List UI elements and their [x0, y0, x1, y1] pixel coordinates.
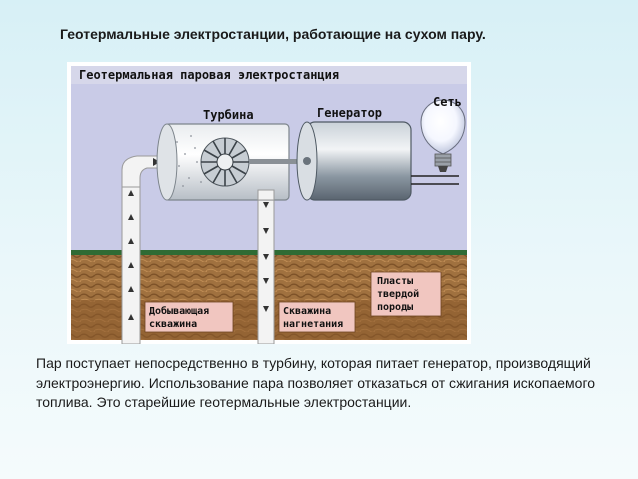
production-well-label: Добывающая скважина	[144, 301, 234, 333]
injection-well-label: Скважина нагнетания	[278, 301, 356, 333]
geothermal-plant-diagram: Геотермальная паровая электростанция	[67, 62, 471, 344]
rock-layers-label-line1: Пласты	[377, 276, 413, 287]
rock-layers-label-line3: породы	[377, 302, 413, 313]
diagram-banner-bg	[71, 66, 467, 84]
slide-title: Геотермальные электростанции, работающие…	[60, 26, 486, 42]
diagram-banner: Геотермальная паровая электростанция	[79, 68, 339, 82]
rock-layers-label: Пласты твердой породы	[370, 271, 442, 317]
rock-layers-label-line2: твердой	[377, 288, 419, 300]
production-well-label-line1: Добывающая	[149, 305, 209, 317]
grid-label: Сеть	[433, 95, 462, 109]
turbine-label: Турбина	[203, 108, 254, 122]
production-flow-arrows	[128, 190, 134, 320]
injection-well-label-line1: Скважина	[283, 306, 331, 317]
injection-flow-arrows	[263, 202, 269, 312]
light-bulb-icon	[420, 99, 466, 172]
generator	[296, 121, 412, 201]
production-well-label-line2: скважина	[149, 319, 197, 330]
injection-well-pipe	[257, 191, 275, 344]
caption-text: Пар поступает непосредственно в турбину,…	[36, 355, 596, 410]
turbine	[156, 123, 290, 201]
turbine-shaft	[249, 159, 305, 164]
power-wires	[411, 175, 459, 185]
injection-well-label-line2: нагнетания	[283, 319, 343, 330]
generator-label: Генератор	[317, 106, 382, 120]
